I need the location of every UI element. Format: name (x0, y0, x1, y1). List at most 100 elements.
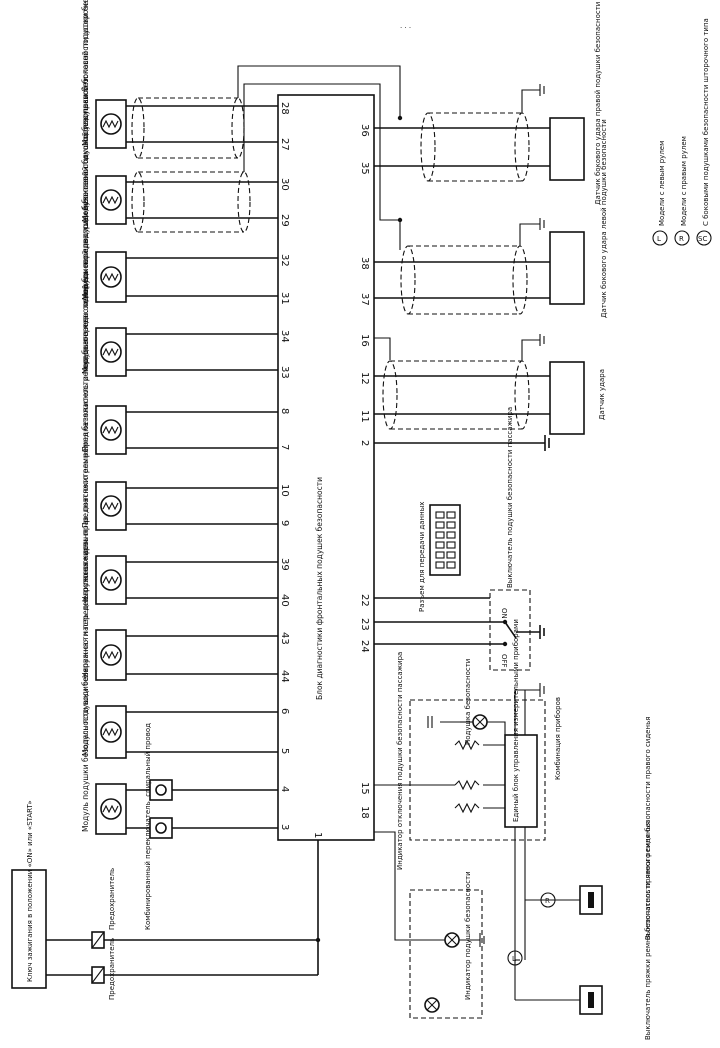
clock-spring-icon (155, 822, 167, 834)
clock-spring-contact (149, 817, 173, 839)
squib-icon (100, 341, 122, 363)
squib-coil (102, 425, 119, 435)
ecu-pin: 7 (279, 444, 290, 450)
ecu-pin: 31 (279, 292, 290, 305)
squib-coil (102, 272, 119, 282)
shield-ring (131, 171, 145, 233)
pin-35: 35 (359, 162, 370, 175)
ecu-pin: 33 (279, 366, 290, 379)
data-connector-pins (435, 511, 456, 569)
data-connector-label: Разъем для передачи данных (418, 502, 426, 612)
pin-12: 12 (359, 372, 370, 385)
crash-sensor-box (549, 361, 585, 435)
left-buckle-label: Выключатель пряжки ремня безопасности ле… (644, 821, 652, 1040)
instrument-cluster-box (409, 699, 546, 841)
clock-spring-icon (155, 784, 167, 796)
fuse-1-label: Предохранитель (108, 868, 116, 930)
instrument-cluster-label: Комбинация приборов (554, 697, 562, 780)
module-label: Модуль левой боковой подушки безопасност… (81, 0, 90, 222)
module-label: Преднатяжитель ремня безопасности передн… (81, 278, 90, 528)
pin-22: 22 (359, 594, 370, 607)
ecu-pin: 32 (279, 254, 290, 267)
squib-coil (102, 501, 119, 511)
tag-r: R (545, 897, 550, 905)
squib-coil (102, 727, 119, 737)
tag-l: L (512, 955, 516, 963)
squib-coil (102, 575, 119, 585)
airbag-modules: Модуль правой боковой подушки безопаснос… (81, 0, 290, 930)
legend-r-sym: R (679, 235, 684, 243)
ecu-pin: 30 (279, 178, 290, 191)
squib-coil (102, 804, 119, 814)
indicator-box (409, 889, 483, 1019)
ecu-pin: 10 (279, 484, 290, 497)
legend: L Модели с левым рулем R Модели с правым… (652, 18, 712, 246)
module-label: Модуль правой боковой подушки безопаснос… (81, 0, 90, 146)
ecu-pin: 5 (279, 748, 290, 754)
ecu-pin: 40 (279, 594, 290, 607)
ecu-box (277, 94, 375, 841)
legend-r-text: Модели с правым рулем (680, 136, 688, 226)
squib-icon (100, 798, 122, 820)
ecu-pin: 39 (279, 558, 290, 571)
pin-37: 37 (359, 293, 370, 306)
passenger-switch-label: Выключатель подушки безопасности пассажи… (506, 407, 514, 588)
meter-control-unit-label: Единый блок управления измерительными пр… (512, 619, 520, 822)
squib-icon (100, 721, 122, 743)
squib-icon (100, 266, 122, 288)
pin-36: 36 (359, 124, 370, 137)
module-label: Модуль передн. левой боковой подушки без… (81, 156, 90, 374)
module-label: Модуль подушки безопасности водителя (81, 668, 90, 832)
passenger-off-indicator (424, 997, 440, 1013)
squib-icon (100, 189, 122, 211)
module-label: Преднатяжитель ремня безопасности передн… (81, 197, 90, 452)
switch-off: OFF (500, 654, 508, 668)
pin-38: 38 (359, 257, 370, 270)
ecu-pin: 44 (279, 670, 290, 683)
shield-ring (231, 97, 245, 159)
ecu-label: Блок диагностики фронтальных подушек без… (315, 477, 324, 700)
tag-r-circle (540, 892, 556, 908)
ecu-pin: 8 (279, 408, 290, 414)
indicator-warn-label: Индикатор подушки безопасности (464, 871, 472, 1000)
legend-l-text: Модели с левым рулем (658, 141, 666, 226)
module-label: Наружная часть прав. поясного ремня (81, 449, 90, 602)
switch-on: ON (500, 608, 508, 619)
ecu-pin: 3 (279, 824, 290, 830)
legend-sc-text: С боковыми подушками безопасности штороч… (702, 18, 710, 226)
ecu-pin: 28 (279, 102, 290, 115)
pin-15: 15 (359, 782, 370, 795)
clock-spring-label: Комбинированный переключатель, спиральны… (144, 723, 152, 930)
module-label: Наружная часть лев. поясного ремня (81, 530, 90, 679)
module-label: Модуль подушки безопасности переднего па… (81, 541, 90, 756)
clock-spring-contact (149, 779, 173, 801)
header-mark: · · · (400, 24, 411, 32)
squib-icon (100, 419, 122, 441)
pin-18: 18 (359, 806, 370, 819)
ecu-pin: 6 (279, 708, 290, 714)
ecu-pin: 9 (279, 520, 290, 526)
squib-icon (100, 569, 122, 591)
pin-23: 23 (359, 618, 370, 631)
right-buckle-label: Выключатель пряжки ремня безопасности пр… (644, 717, 652, 940)
airbag-bulb-label: Подушка безопасности (464, 659, 472, 745)
ecu-pin: 43 (279, 632, 290, 645)
fuse-2-label: Предохранитель (108, 938, 116, 1000)
squib-coil (102, 195, 119, 205)
pin-2: 2 (359, 440, 370, 446)
indicator-off-label: Индикатор отключения подушки безопасност… (396, 652, 404, 870)
pin-16: 16 (359, 334, 370, 347)
module-label: Модуль передн. правой боковой подушки бе… (81, 77, 90, 300)
left-side-sensor-label: Датчик бокового удара левой подушки безо… (600, 119, 608, 318)
squib-icon (100, 113, 122, 135)
squib-icon (100, 495, 122, 517)
ecu-pin: 4 (279, 786, 290, 792)
ignition-box (11, 869, 47, 989)
right-side-sensor-box (549, 117, 585, 181)
squib-icon (100, 644, 122, 666)
pin-1: 1 (312, 832, 323, 838)
crash-sensor-label: Датчик удара (598, 369, 606, 420)
ecu-pin: 29 (279, 214, 290, 227)
squib-coil (102, 347, 119, 357)
